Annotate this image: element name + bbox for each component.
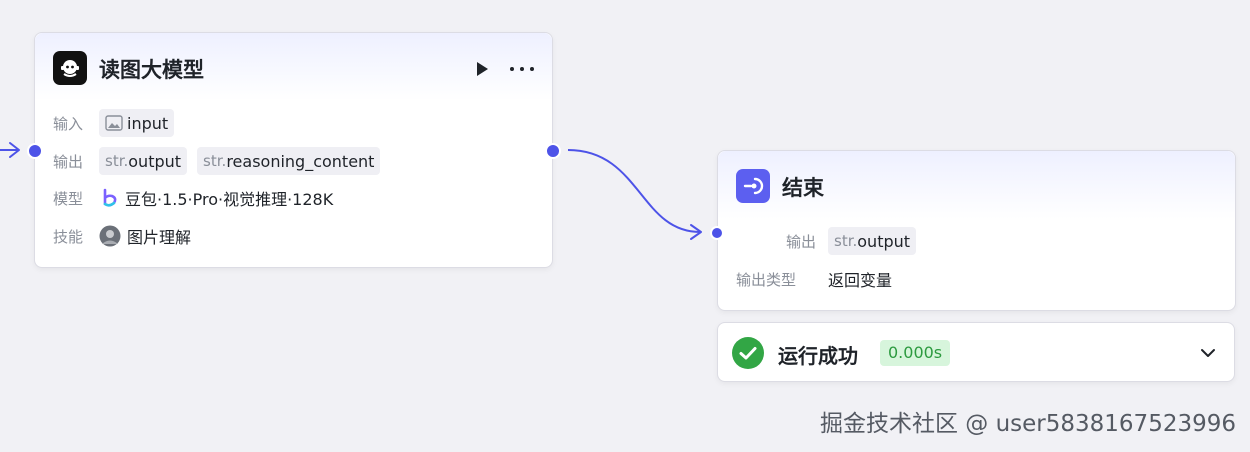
watermark: 掘金技术社区 @ user5838167523996	[819, 411, 1236, 437]
end-type-row: 输出类型 返回变量	[736, 265, 892, 293]
end-node[interactable]: 结束 输出 str. output 输出类型 返回变量	[717, 150, 1236, 311]
model-label: 模型	[53, 189, 84, 208]
end-type-value: 返回变量	[828, 271, 893, 290]
end-node-header: 结束	[718, 151, 1235, 219]
end-input-port[interactable]	[710, 226, 724, 240]
end-output-label: 输出	[785, 232, 816, 251]
edge-llm-to-end	[567, 149, 701, 233]
output-row: 输出 str. output str. reasoning_content	[53, 147, 390, 175]
input-tag[interactable]: input	[99, 109, 175, 137]
output-tag-prefix: str.	[203, 152, 227, 170]
llm-node-header: 读图大模型	[35, 33, 552, 101]
incoming-arrow	[9, 142, 20, 158]
input-tag-name: input	[127, 113, 169, 133]
image-icon	[105, 115, 123, 131]
check-circle-icon	[732, 337, 764, 369]
output-tag-name: output	[128, 151, 182, 171]
skill-row: 技能 图片理解	[53, 222, 191, 250]
llm-node-title: 读图大模型	[99, 58, 204, 82]
doubao-icon	[99, 188, 119, 208]
llm-input-port[interactable]	[27, 143, 43, 159]
model-row: 模型 豆包·1.5·Pro·视觉推理·128K	[53, 184, 333, 212]
llm-node[interactable]: 读图大模型 输入 input 输出 str. output str. reaso…	[34, 32, 553, 268]
output-tag-prefix: str.	[105, 152, 129, 170]
model-value: 豆包·1.5·Pro·视觉推理·128K	[125, 190, 334, 209]
end-output-tag-prefix: str.	[834, 232, 858, 250]
skill-label: 技能	[53, 227, 84, 246]
output-label: 输出	[53, 152, 84, 171]
run-status-text: 运行成功	[778, 344, 858, 368]
skill-value: 图片理解	[127, 228, 192, 247]
end-icon	[736, 169, 770, 203]
output-tag-output[interactable]: str. output	[99, 147, 188, 175]
chevron-down-icon[interactable]	[1198, 343, 1218, 363]
end-node-title: 结束	[782, 176, 824, 200]
edge-arrow	[690, 224, 702, 240]
output-tag-reasoning[interactable]: str. reasoning_content	[197, 147, 381, 175]
skill-avatar-icon	[99, 225, 121, 247]
run-status-panel[interactable]: 运行成功 0.000s	[717, 322, 1235, 382]
more-icon[interactable]	[509, 60, 535, 78]
end-type-label: 输出类型	[736, 270, 797, 289]
input-row: 输入 input	[53, 109, 184, 137]
play-icon[interactable]	[473, 60, 491, 78]
robot-icon	[53, 51, 87, 85]
end-output-tag[interactable]: str. output	[828, 227, 917, 255]
end-output-row: 输出 str. output	[736, 227, 926, 255]
end-output-tag-name: output	[857, 231, 911, 251]
output-tag-name: reasoning_content	[226, 151, 375, 171]
input-label: 输入	[53, 114, 84, 133]
run-time-badge: 0.000s	[880, 340, 951, 366]
llm-output-port[interactable]	[545, 143, 561, 159]
